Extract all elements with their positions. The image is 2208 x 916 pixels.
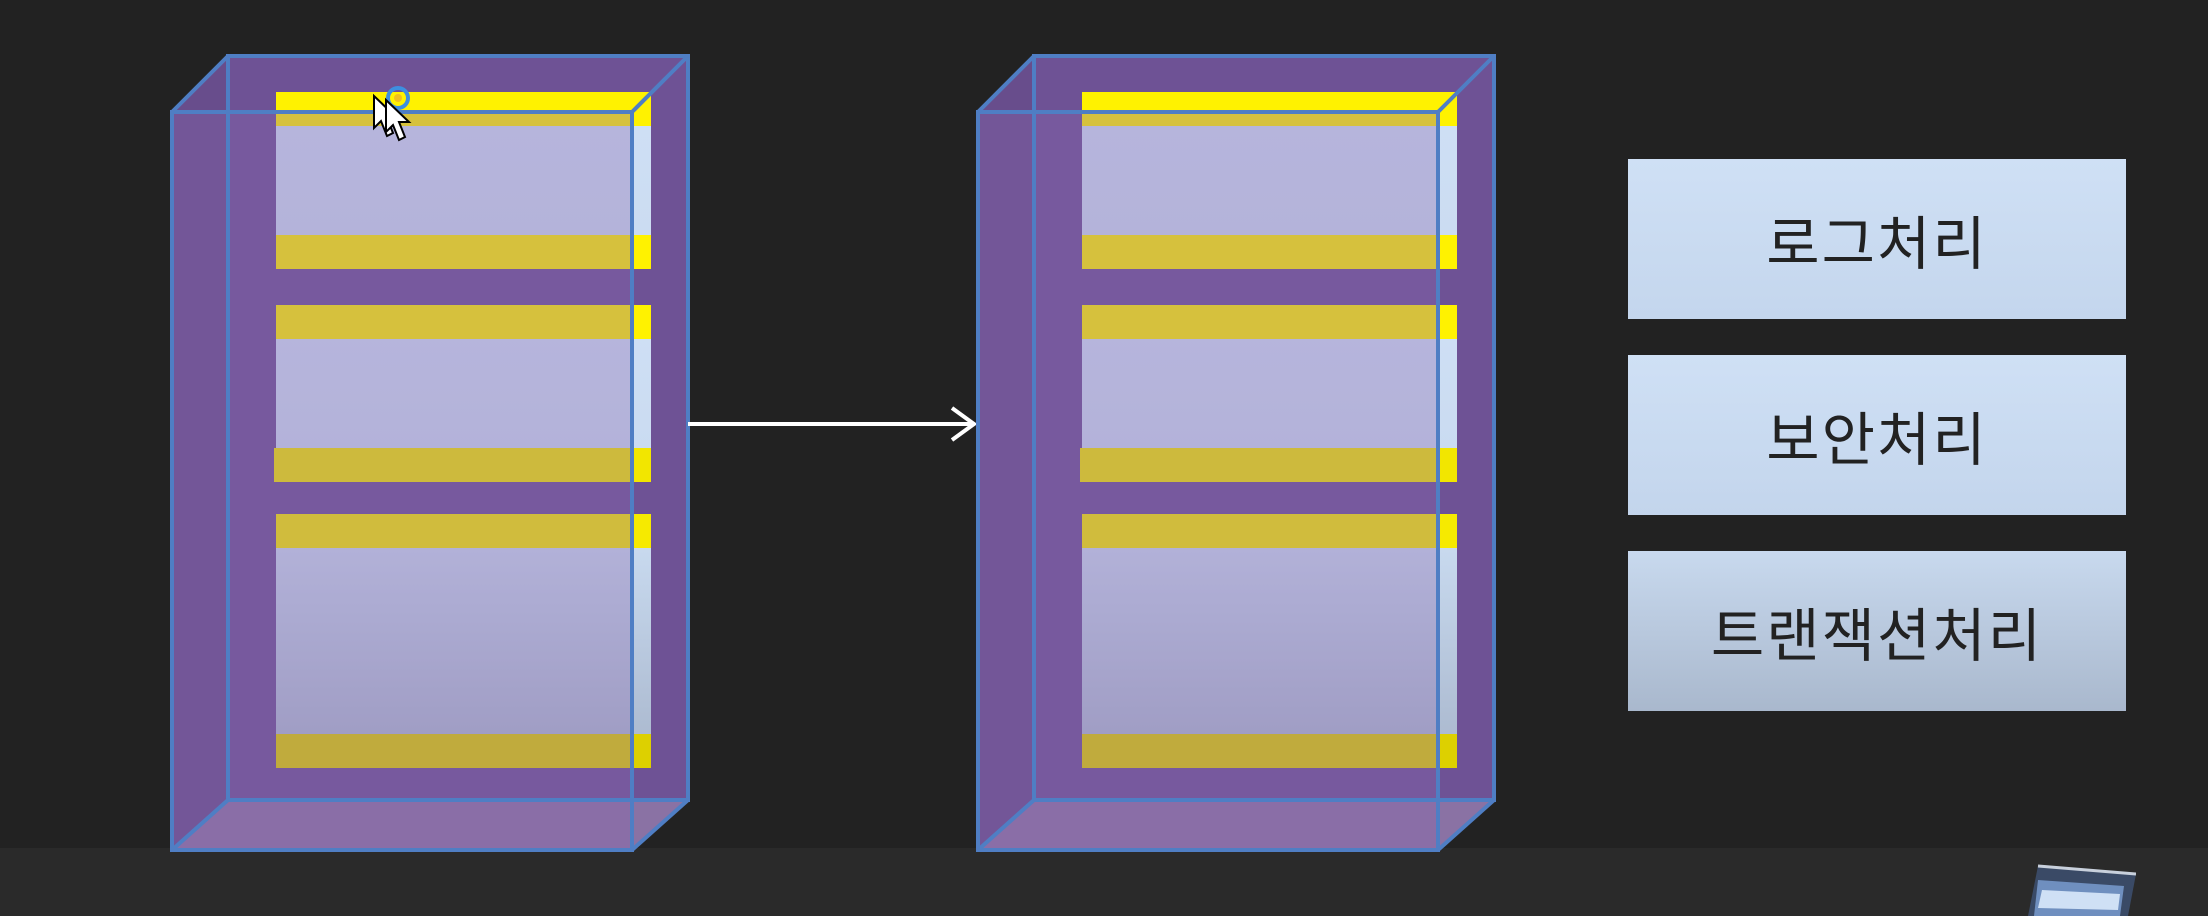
left-band-transaction-bottom: [276, 734, 651, 768]
right-band-log-top: [1082, 92, 1457, 126]
left-layer-3: [276, 514, 651, 766]
right-band-transaction-top: [1082, 514, 1457, 548]
security-concern-label: 보안처리: [1766, 406, 1988, 474]
left-box-side: [172, 56, 228, 850]
right-band-security-bottom: [1080, 448, 1457, 482]
transaction-concern-box: 트랜잭션처리: [1628, 551, 2126, 711]
right-layered-box: [976, 54, 1496, 852]
left-band-log-bottom: [276, 235, 651, 269]
left-band-security-bottom: [274, 448, 651, 482]
left-band-transaction-top: [276, 514, 651, 548]
slide-thumbnail-icon: [2028, 864, 2136, 916]
right-layer-3: [1082, 514, 1457, 766]
security-concern-box: 보안처리: [1628, 355, 2126, 515]
mouse-pointer-icon: [373, 86, 412, 142]
right-band-security-top: [1082, 305, 1457, 339]
right-box-side: [978, 56, 1034, 850]
logging-concern-label: 로그처리: [1766, 210, 1988, 278]
logging-concern-box: 로그처리: [1628, 159, 2126, 319]
transaction-concern-label: 트랜잭션처리: [1710, 602, 2044, 670]
left-band-log-top: [276, 92, 651, 126]
bottom-band: [0, 848, 2208, 916]
right-box-floor: [978, 800, 1494, 850]
right-box-front-glass: [978, 112, 1438, 850]
right-band-transaction-bottom: [1082, 734, 1457, 768]
left-box-floor: [172, 800, 688, 850]
left-layered-box: [170, 54, 690, 852]
left-box-front-glass: [172, 112, 632, 850]
right-band-log-bottom: [1082, 235, 1457, 269]
left-band-security-top: [276, 305, 651, 339]
flow-arrow: [688, 406, 978, 442]
